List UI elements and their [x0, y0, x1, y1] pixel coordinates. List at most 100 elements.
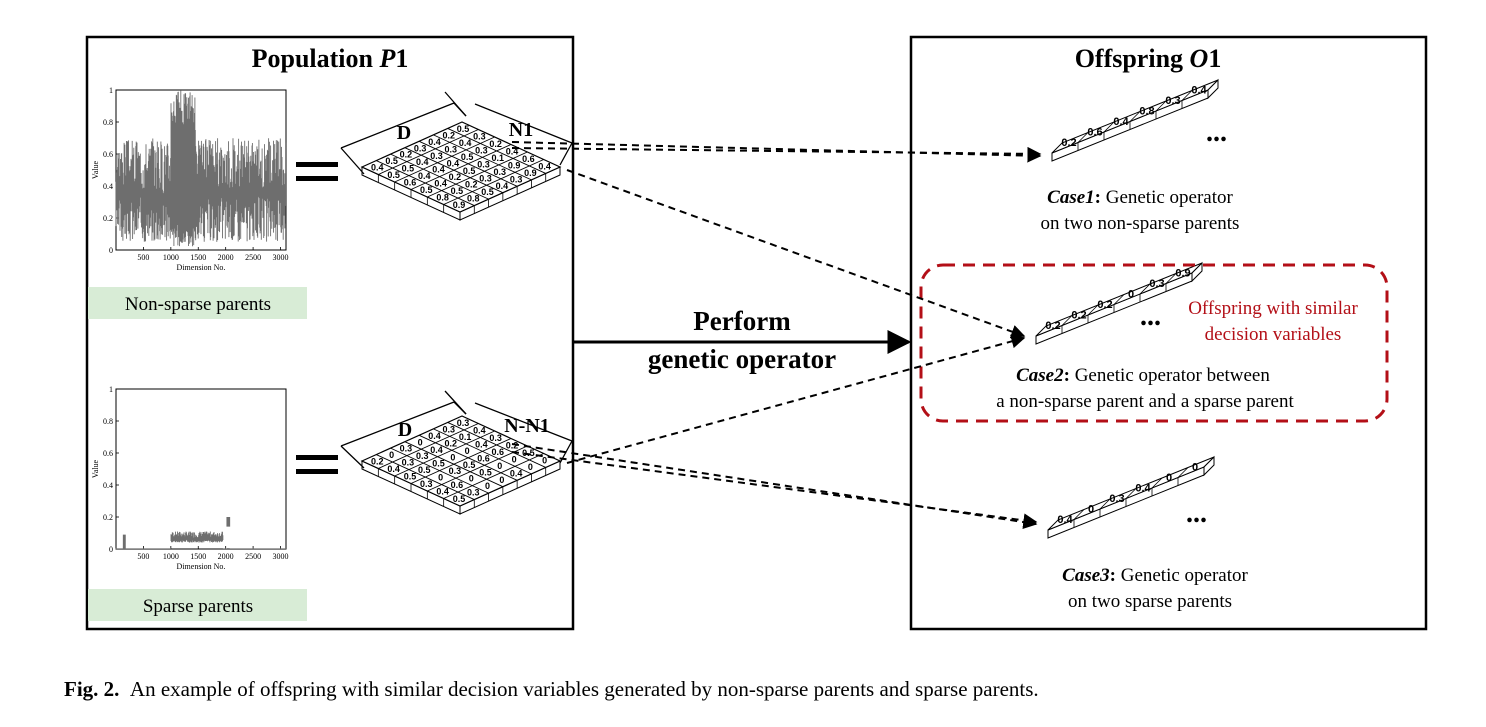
- strip1-ellipsis: ...: [1206, 117, 1227, 148]
- offspring-value: 0.2: [1071, 309, 1086, 321]
- offspring-value: 0: [1166, 472, 1172, 484]
- offspring-value: 0.3: [1109, 493, 1124, 505]
- offspring-value: 0: [1128, 288, 1134, 300]
- grid-cell-value: 0.4: [496, 181, 509, 191]
- grid-cell-value: 0.3: [430, 151, 443, 161]
- case2-description: Case2: Genetic operator between: [1016, 365, 1270, 386]
- grid-cell-value: 0.5: [402, 164, 415, 174]
- grid-cell-value: 0: [469, 474, 474, 484]
- grid-cell-value: 0.2: [442, 130, 455, 140]
- grid-cell-value: 0: [418, 437, 423, 447]
- offspring-value: 0: [1192, 461, 1198, 473]
- plot-ylabel: Value: [91, 160, 100, 179]
- plot-ylabel: Value: [91, 459, 100, 478]
- grid-cell-value: 0.4: [538, 161, 551, 171]
- plot-signal: [115, 90, 287, 247]
- offspring-strip-case1: 0.20.60.40.80.30.4: [1051, 78, 1219, 162]
- grid-cell-value: 0.2: [506, 440, 519, 450]
- offspring-value: 0.6: [1087, 126, 1102, 138]
- grid-cell-value: 0.3: [489, 433, 502, 443]
- grid-cell-value: 0.5: [461, 152, 474, 162]
- nonsparse-label-box: [88, 287, 307, 319]
- grid-cell-value: 0.3: [457, 418, 470, 428]
- grid-cell-value: 0.3: [494, 167, 507, 177]
- strip2-ellipsis: ...: [1140, 301, 1161, 332]
- grid-cell-value: 0.4: [428, 137, 441, 147]
- arrow-bottom-to-case3-a: [511, 443, 1038, 530]
- ytick-label: 0: [109, 545, 113, 554]
- grid-cell-value: 0.4: [387, 464, 400, 474]
- grid-cell-value: 0.4: [430, 445, 443, 455]
- grid-cell-value: 0.3: [442, 424, 455, 434]
- population-panel: [85, 35, 575, 631]
- grid-cell-value: 0.6: [451, 480, 464, 490]
- offspring-value: 0: [1088, 503, 1094, 515]
- offspring-title: Offspring O1: [1075, 44, 1222, 73]
- offspring-strip-case2: 0.20.20.200.30.9: [1035, 261, 1203, 345]
- ytick-label: 0.6: [103, 449, 113, 458]
- grid-top-dimension-brackets: [340, 91, 573, 175]
- xtick-label: 500: [137, 253, 149, 262]
- grid-top-d-label: D: [397, 122, 411, 144]
- grid-cell-value: 0.5: [418, 465, 431, 475]
- ytick-label: 0.8: [103, 118, 113, 127]
- caption-label: Fig. 2.: [64, 677, 120, 701]
- xtick-label: 1500: [190, 253, 206, 262]
- grid-cell-value: 0: [438, 473, 443, 483]
- grid-cell-value: 0.3: [402, 458, 415, 468]
- ytick-label: 0.6: [103, 150, 113, 159]
- grid-cell-value: 0.4: [432, 165, 445, 175]
- grid-cell-value: 0.6: [522, 154, 535, 164]
- grid-cell-value: 0.5: [463, 460, 476, 470]
- plot-xlabel: Dimension No.: [177, 263, 226, 272]
- grid-cell-value: 0.3: [475, 145, 488, 155]
- grid-cell-value: 0.4: [475, 439, 488, 449]
- xtick-label: 1000: [163, 552, 179, 561]
- grid-cell-value: 0.2: [449, 172, 462, 182]
- grid-cell-value: 0.5: [432, 459, 445, 469]
- offspring-value: 0.9: [1175, 267, 1190, 279]
- case3-description-line2: on two sparse parents: [1068, 591, 1232, 612]
- xtick-label: 1000: [163, 253, 179, 262]
- grid-cell-value: 0: [450, 452, 455, 462]
- population-grid-sparse: 0.20.40.50.30.40.500.30.500.60.30.30.30.…: [360, 415, 562, 515]
- grid-cell-value: 0.2: [445, 438, 458, 448]
- offspring-strip-case3: 0.400.30.400: [1047, 455, 1215, 539]
- xtick-label: 2000: [218, 552, 234, 561]
- grid-cell-value: 0.6: [477, 453, 490, 463]
- perform-label: Perform: [693, 306, 791, 336]
- equals-sign-top: [296, 162, 338, 181]
- grid-cell-value: 0.3: [477, 159, 490, 169]
- grid-cell-value: 0.3: [414, 143, 427, 153]
- grid-bottom-d-label: D: [398, 419, 412, 441]
- grid-cell-value: 0.8: [436, 193, 449, 203]
- grid-cell-value: 0: [499, 475, 504, 485]
- grid-cell-value: 0: [512, 454, 517, 464]
- grid-cell-value: 0.5: [479, 467, 492, 477]
- arrow-top-to-case2: [566, 169, 1026, 339]
- grid-cell-value: 0.1: [459, 432, 472, 442]
- arrow-top-to-case1-b: [511, 146, 1042, 161]
- grid-cell-value: 0.3: [479, 173, 492, 183]
- grid-cell-value: 0.5: [387, 170, 400, 180]
- grid-cell-value: 0: [465, 446, 470, 456]
- grid-cell-value: 0.5: [463, 166, 476, 176]
- grid-cell-value: 0.5: [481, 187, 494, 197]
- grid-cell-value: 0.2: [465, 180, 478, 190]
- grid-cell-value: 0.3: [416, 451, 429, 461]
- grid-cell-value: 0.5: [451, 186, 464, 196]
- ytick-label: 0.4: [103, 481, 113, 490]
- ytick-label: 0.4: [103, 182, 113, 191]
- grid-cell-value: 0.9: [508, 160, 521, 170]
- grid-cell-value: 0.3: [449, 466, 462, 476]
- grid-cell-value: 0.6: [404, 178, 417, 188]
- equals-sign-bottom: [296, 455, 338, 474]
- offspring-value: 0.8: [1139, 105, 1154, 117]
- grid-cell-value: 0.2: [489, 139, 502, 149]
- population-grid-nonsparse: 0.40.50.60.50.80.90.50.50.40.40.50.80.20…: [360, 121, 562, 221]
- sparse-label-box: [88, 589, 307, 621]
- grid-cell-value: 0.4: [473, 425, 486, 435]
- xtick-label: 2500: [245, 552, 261, 561]
